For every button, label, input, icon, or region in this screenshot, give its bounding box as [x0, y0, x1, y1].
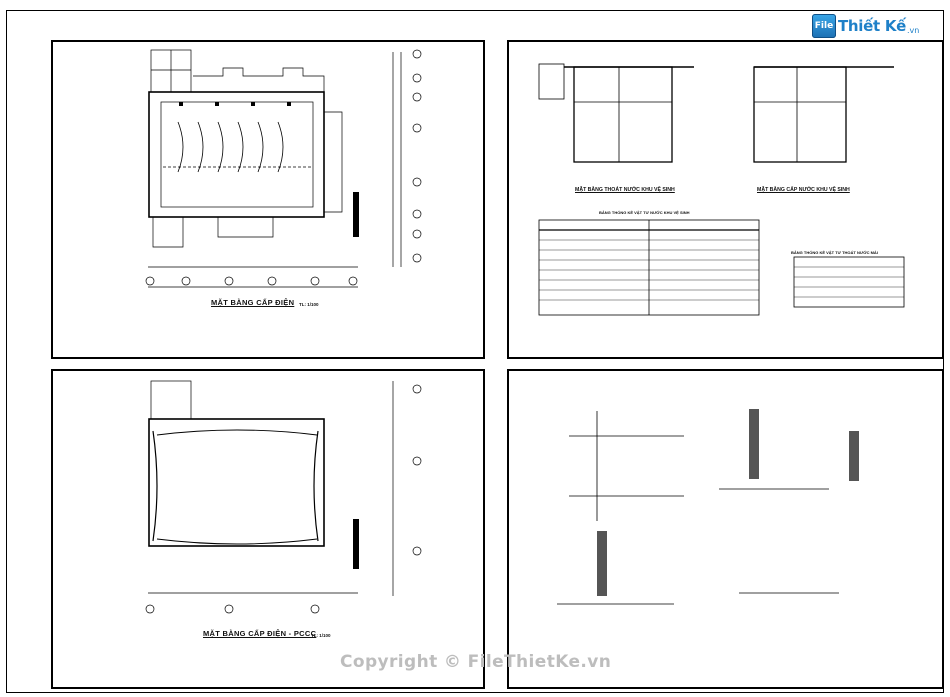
- roof-drain-table-title: BẢNG THỐNG KÊ VẬT TƯ THOÁT NƯỚC MÁI: [791, 250, 878, 255]
- drainage-plan-title: MẶT BẰNG THOÁT NƯỚC KHU VỆ SINH: [575, 187, 675, 193]
- fire-plan-title: MẶT BẰNG CẤP ĐIỆN - PCCC: [203, 629, 317, 638]
- sheet-sanitary-details: [507, 369, 944, 689]
- electrical-plan-scale: TL: 1/100: [299, 302, 319, 307]
- sheet-toilet-plumbing: MẶT BẰNG THOÁT NƯỚC KHU VỆ SINH MẶT BẰNG…: [507, 40, 944, 359]
- sheet-electrical-plan: MẶT BẰNG CẤP ĐIỆN TL: 1/100: [51, 40, 485, 359]
- electrical-plan-drawing: [145, 49, 422, 288]
- logo-name: Thiết Kế: [838, 17, 907, 35]
- toilet-plumbing-drawing: [538, 63, 905, 316]
- material-table-title: BẢNG THỐNG KÊ VẬT TƯ NƯỚC KHU VỆ SINH: [599, 210, 690, 215]
- logo-domain: .vn: [907, 26, 920, 35]
- electrical-plan-title: MẶT BẰNG CẤP ĐIỆN: [211, 298, 295, 307]
- sheet-fire-plan: MẶT BẰNG CẤP ĐIỆN - PCCC TL: 1/100: [51, 369, 485, 689]
- logo-mark: File: [812, 14, 836, 38]
- fire-plan-scale: TL: 1/100: [311, 633, 331, 638]
- site-logo: File Thiết Kế .vn: [812, 14, 919, 38]
- water-supply-plan-title: MẶT BẰNG CẤP NƯỚC KHU VỆ SINH: [757, 187, 850, 193]
- copyright-watermark: Copyright © FileThietKe.vn: [340, 652, 612, 672]
- fire-plan-drawing: [145, 380, 422, 614]
- sanitary-details-drawing: [557, 409, 859, 605]
